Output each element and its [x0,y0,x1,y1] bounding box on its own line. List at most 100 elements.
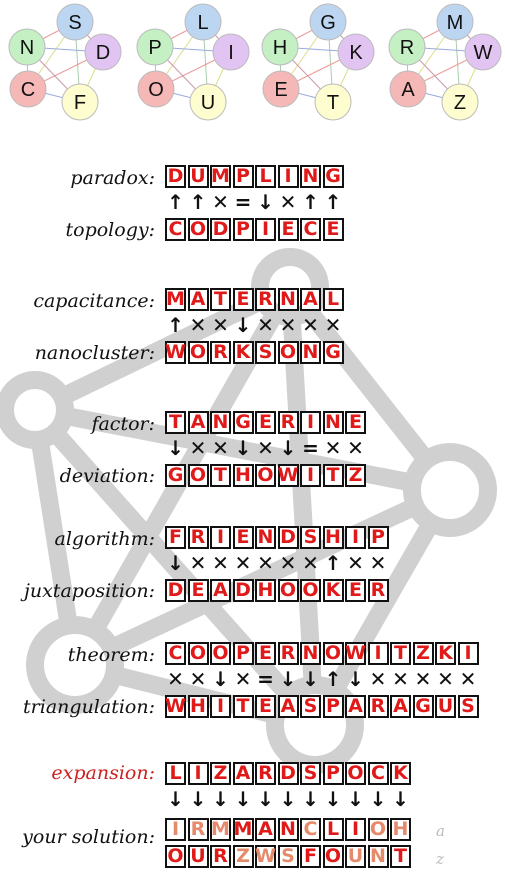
svg-text:G: G [320,12,336,34]
letter-cell: O [187,642,209,665]
arrow-mark: ✕ [459,667,477,691]
letter-cell: M [165,288,186,311]
clue-label-2: deviation: [59,465,155,487]
arrow-mark: ↓ [302,667,319,691]
letter-cell: T [165,411,186,434]
letter-cell: U [187,165,209,188]
svg-text:D: D [96,42,110,64]
letter-cell: A [210,579,231,602]
letter-cell: N [277,288,299,311]
arrow-mark: ↓ [189,787,207,811]
letter-cell: O [300,579,321,602]
letter-cell: E [232,526,254,549]
wheel-node-k: K [337,33,375,71]
letter-cell: R [210,341,231,364]
arrow-mark: ↑ [189,190,207,214]
letter-cell: G [322,341,344,364]
arrow-mark: ↑ [324,551,342,575]
letter-cell: G [412,695,434,718]
arrow-mark: ✕ [167,667,184,691]
letter-cell: K [435,642,456,665]
letter-cell: D [165,165,186,188]
arrow-mark: ✕ [324,313,342,337]
arrow-mark: ↓ [279,667,297,691]
letter-cell: Z [210,762,231,785]
arrow-mark: ✕ [212,313,229,337]
letter-cell: T [210,464,231,487]
letter-cell: R [210,845,231,868]
letter-cell: E [187,579,209,602]
arrow-mark: ✕ [189,667,207,691]
letter-cell: I [367,642,389,665]
clue-label-2: triangulation: [23,696,155,718]
letter-cell: O [255,464,276,487]
arrow-mark: ✕ [279,313,297,337]
letter-cell: C [367,762,389,785]
letter-cell: O [187,464,209,487]
letter-cell: N [210,411,231,434]
letter-cell: Z [232,845,254,868]
arrow-mark: ✕ [189,313,207,337]
letter-cell: U [345,845,366,868]
letter-cell: R [255,288,276,311]
arrow-mark: ↓ [212,667,229,691]
arrow-mark: = [234,190,252,214]
letter-cell: I [210,695,231,718]
wheel-node-u: U [189,83,227,121]
tag-b: z [436,850,444,868]
letter-cell: H [390,818,411,841]
arrow-mark: ✕ [302,551,319,575]
letter-cell: I [165,818,186,841]
arrow-mark: ✕ [347,436,364,460]
expansion-arrows: ↓↓↓↓↓↓↓↓↓↓↓ [165,788,413,810]
letter-cell: P [322,695,344,718]
letter-cell: T [390,642,411,665]
letter-cell: N [300,642,321,665]
svg-text:M: M [447,12,464,34]
arrow-mark: ✕ [189,436,207,460]
arrow-mark: ↓ [324,787,342,811]
wheel-node-s: S [56,3,94,41]
arrow-mark: ↓ [279,436,297,460]
clue-label-2: nanocluster: [34,342,155,364]
svg-text:O: O [148,79,164,101]
letter-cell: Z [412,642,434,665]
letter-cell: A [345,695,366,718]
letter-cell: E [255,695,276,718]
wheel-node-l: L [184,3,222,41]
arrow-mark: ✕ [324,436,342,460]
arrow-mark: = [257,667,274,691]
arrow-mark: ↓ [167,787,184,811]
letter-cell: W [165,341,186,364]
letter-cell: A [300,288,321,311]
your-solution-label: your solution: [22,826,155,848]
letter-cell: I [187,762,209,785]
arrow-mark: ↓ [234,436,252,460]
wheel-node-o: O [137,70,175,108]
letter-cell: D [165,579,186,602]
letter-cell: O [322,642,344,665]
clue-label-1: factor: [91,413,155,435]
arrow-mark: ✕ [279,190,297,214]
letter-cell: H [232,464,254,487]
arrow-mark: ✕ [392,667,409,691]
letter-cell: F [165,526,186,549]
arrow-mark: ✕ [347,551,364,575]
arrow-mark: ↓ [279,787,297,811]
svg-text:C: C [21,79,35,101]
letter-cell: E [345,411,366,434]
letter-cell: I [255,218,276,241]
arrow-mark: ✕ [212,551,229,575]
arrow-mark: ✕ [257,436,274,460]
arrow-mark: ↓ [234,787,252,811]
letter-cell: O [187,218,209,241]
arrow-mark: ✕ [234,667,252,691]
letter-cell: D [277,526,299,549]
letter-cell: A [390,695,411,718]
wheel-node-a: A [389,70,427,108]
svg-text:H: H [273,37,287,59]
